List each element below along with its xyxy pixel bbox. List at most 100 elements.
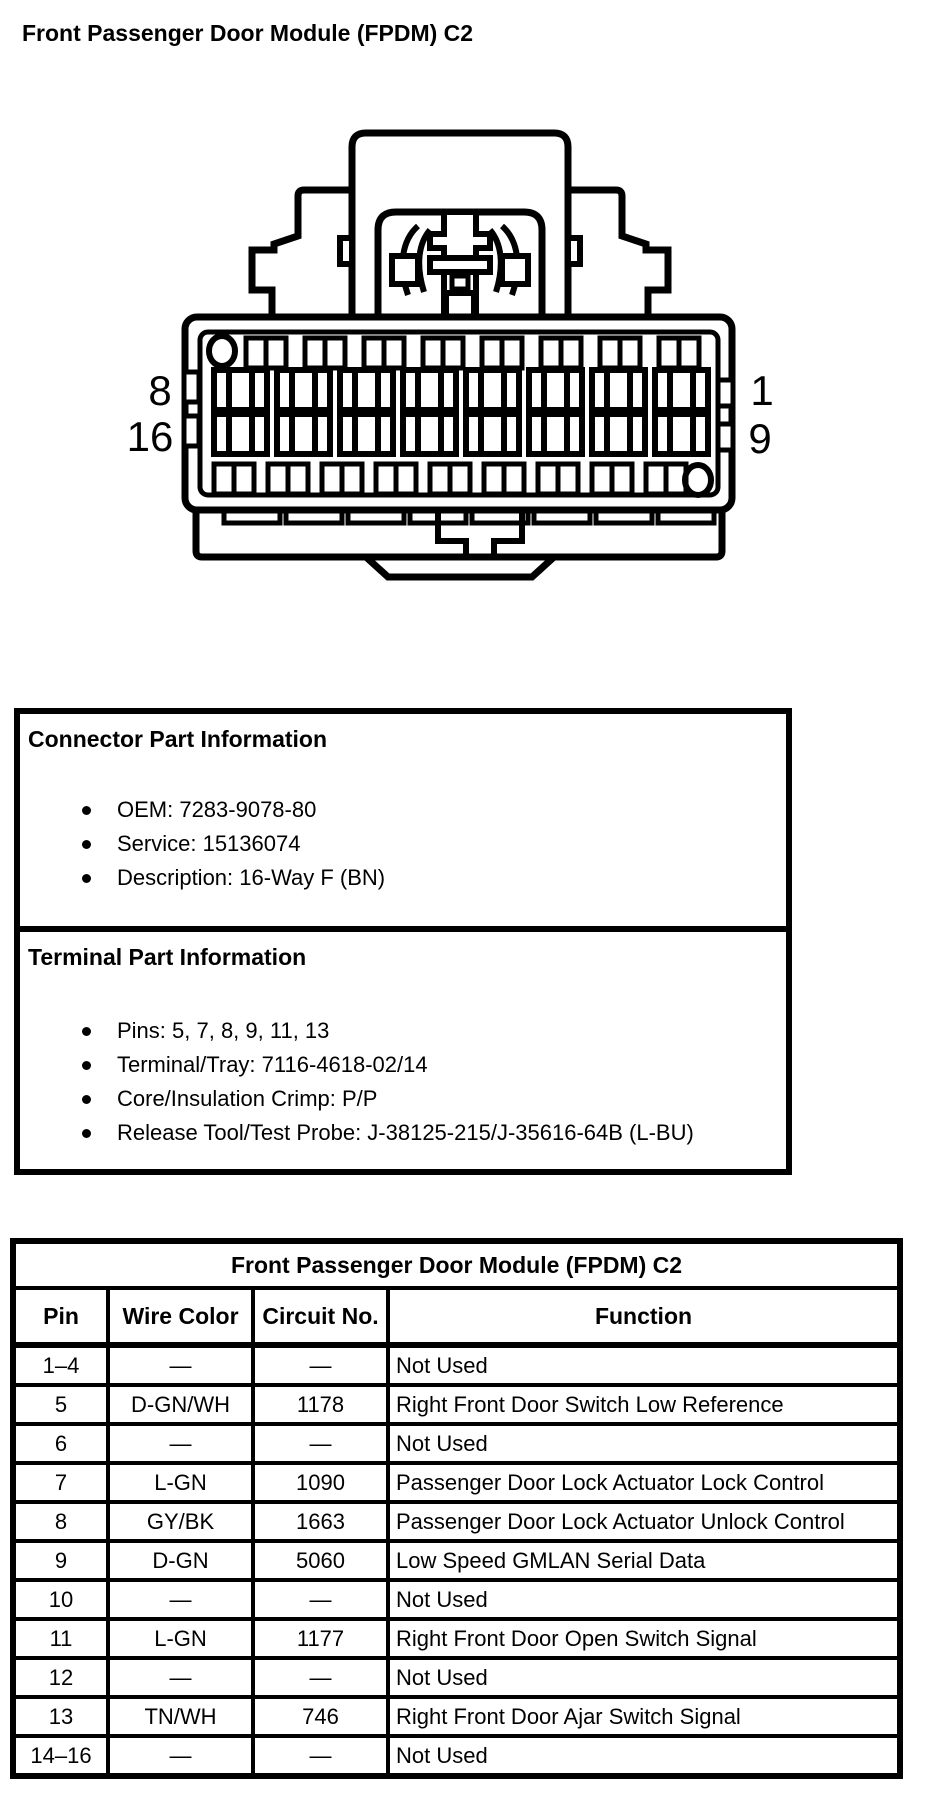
latch-left-nub (337, 235, 355, 267)
table-cell: Not Used (386, 1734, 902, 1778)
bullet-text: Service: 15136074 (117, 831, 301, 856)
table-cell: — (251, 1734, 390, 1778)
table-cell: L-GN (106, 1461, 255, 1504)
table-cell: 1090 (251, 1461, 390, 1504)
table-cell: 6 (11, 1422, 110, 1465)
table-cell: D-GN (106, 1539, 255, 1582)
bullet-icon (82, 805, 91, 815)
table-cell: 5060 (251, 1539, 390, 1582)
page-title: Front Passenger Door Module (FPDM) C2 (22, 20, 474, 46)
bullet-icon (82, 873, 91, 883)
table-cell: 1178 (251, 1383, 390, 1426)
left-wall-tab-top (181, 369, 202, 405)
table-row: 1–4——Not Used (11, 1343, 902, 1387)
table-cell: Not Used (386, 1656, 902, 1699)
pinout-table-header-row: Pin Wire Color Circuit No. Function (11, 1286, 902, 1348)
skirt-notch-right (491, 510, 525, 557)
bullet-text: Core/Insulation Crimp: P/P (117, 1086, 378, 1111)
table-row: 10——Not Used (11, 1578, 902, 1621)
pinout-table-title: Front Passenger Door Module (FPDM) C2 (11, 1239, 902, 1290)
bullet-icon (82, 1060, 91, 1070)
bullet-item: Core/Insulation Crimp: P/P (28, 1082, 776, 1116)
bullet-text: Terminal/Tray: 7116-4618-02/14 (117, 1052, 428, 1077)
terminal-part-info-list: Pins: 5, 7, 8, 9, 11, 13 Terminal/Tray: 7… (28, 1014, 776, 1150)
right-wall-tab-top (715, 377, 736, 409)
bullet-icon (82, 1128, 91, 1138)
table-cell: 10 (11, 1578, 110, 1621)
table-row: 14–16——Not Used (11, 1734, 902, 1778)
table-cell: 7 (11, 1461, 110, 1504)
table-cell: — (106, 1422, 255, 1465)
connector-wings (248, 186, 672, 317)
latch-foot-window (443, 290, 477, 320)
table-cell: Not Used (386, 1343, 902, 1387)
pin-label-9: 9 (748, 415, 771, 462)
table-cell: 5 (11, 1383, 110, 1426)
latch-window (449, 273, 471, 292)
bullet-text: Pins: 5, 7, 8, 9, 11, 13 (117, 1018, 330, 1043)
table-cell: Right Front Door Switch Low Reference (386, 1383, 902, 1426)
table-cell: 746 (251, 1695, 390, 1738)
table-cell: L-GN (106, 1617, 255, 1660)
connector-part-info-section: Connector Part Information OEM: 7283-907… (20, 714, 786, 926)
table-cell: 1663 (251, 1500, 390, 1543)
part-information-box: Connector Part Information OEM: 7283-907… (14, 708, 792, 1175)
pin-label-16: 16 (127, 413, 174, 460)
bullet-icon (82, 1094, 91, 1104)
left-wall-tab-bottom (181, 413, 202, 449)
latch-crossbar (427, 255, 493, 275)
column-header-wire-color: Wire Color (106, 1286, 255, 1348)
bullet-item: Release Tool/Test Probe: J-38125-215/J-3… (28, 1116, 776, 1150)
pin-label-8: 8 (148, 367, 171, 414)
table-cell: D-GN/WH (106, 1383, 255, 1426)
table-cell: — (251, 1422, 390, 1465)
bullet-item: Description: 16-Way F (BN) (28, 861, 776, 895)
table-cell: 1–4 (11, 1343, 110, 1387)
table-cell: — (251, 1656, 390, 1699)
connector-body (181, 313, 736, 514)
right-wall-tab-bottom (715, 421, 736, 453)
table-cell: GY/BK (106, 1500, 255, 1543)
bullet-text: Description: 16-Way F (BN) (117, 865, 386, 890)
table-cell: TN/WH (106, 1695, 255, 1738)
index-hole-bottom-right (682, 462, 714, 498)
bullet-item: Service: 15136074 (28, 827, 776, 861)
bullet-text: Release Tool/Test Probe: J-38125-215/J-3… (117, 1120, 694, 1145)
pinout-table: Front Passenger Door Module (FPDM) C2 Pi… (10, 1238, 903, 1779)
connector-skirt (192, 507, 726, 581)
terminal-part-info-section: Terminal Part Information Pins: 5, 7, 8,… (20, 926, 786, 1169)
bullet-icon (82, 839, 91, 849)
latch-right-nub (565, 235, 583, 267)
bullet-text: OEM: 7283-9078-80 (117, 797, 317, 822)
terminal-part-info-heading: Terminal Part Information (28, 944, 307, 970)
table-cell: 13 (11, 1695, 110, 1738)
table-cell: Not Used (386, 1578, 902, 1621)
pinout-table-title-row: Front Passenger Door Module (FPDM) C2 (11, 1239, 902, 1290)
table-cell: — (106, 1343, 255, 1387)
slot-grid (211, 367, 711, 457)
table-cell: Right Front Door Open Switch Signal (386, 1617, 902, 1660)
latch-pocket-left (389, 253, 421, 287)
latch-pocket-right (499, 253, 531, 287)
table-row: 6——Not Used (11, 1422, 902, 1465)
connector-latch (248, 129, 672, 320)
table-cell: Low Speed GMLAN Serial Data (386, 1539, 902, 1582)
bullet-item: Terminal/Tray: 7116-4618-02/14 (28, 1048, 776, 1082)
table-cell: 11 (11, 1617, 110, 1660)
table-row: 12——Not Used (11, 1656, 902, 1699)
table-cell: — (106, 1656, 255, 1699)
table-cell: — (251, 1578, 390, 1621)
index-hole-top-left (206, 333, 238, 369)
table-cell: 14–16 (11, 1734, 110, 1778)
table-cell: 12 (11, 1656, 110, 1699)
column-header-circuit-no: Circuit No. (251, 1286, 390, 1348)
column-header-pin: Pin (11, 1286, 110, 1348)
connector-foot (356, 553, 564, 581)
